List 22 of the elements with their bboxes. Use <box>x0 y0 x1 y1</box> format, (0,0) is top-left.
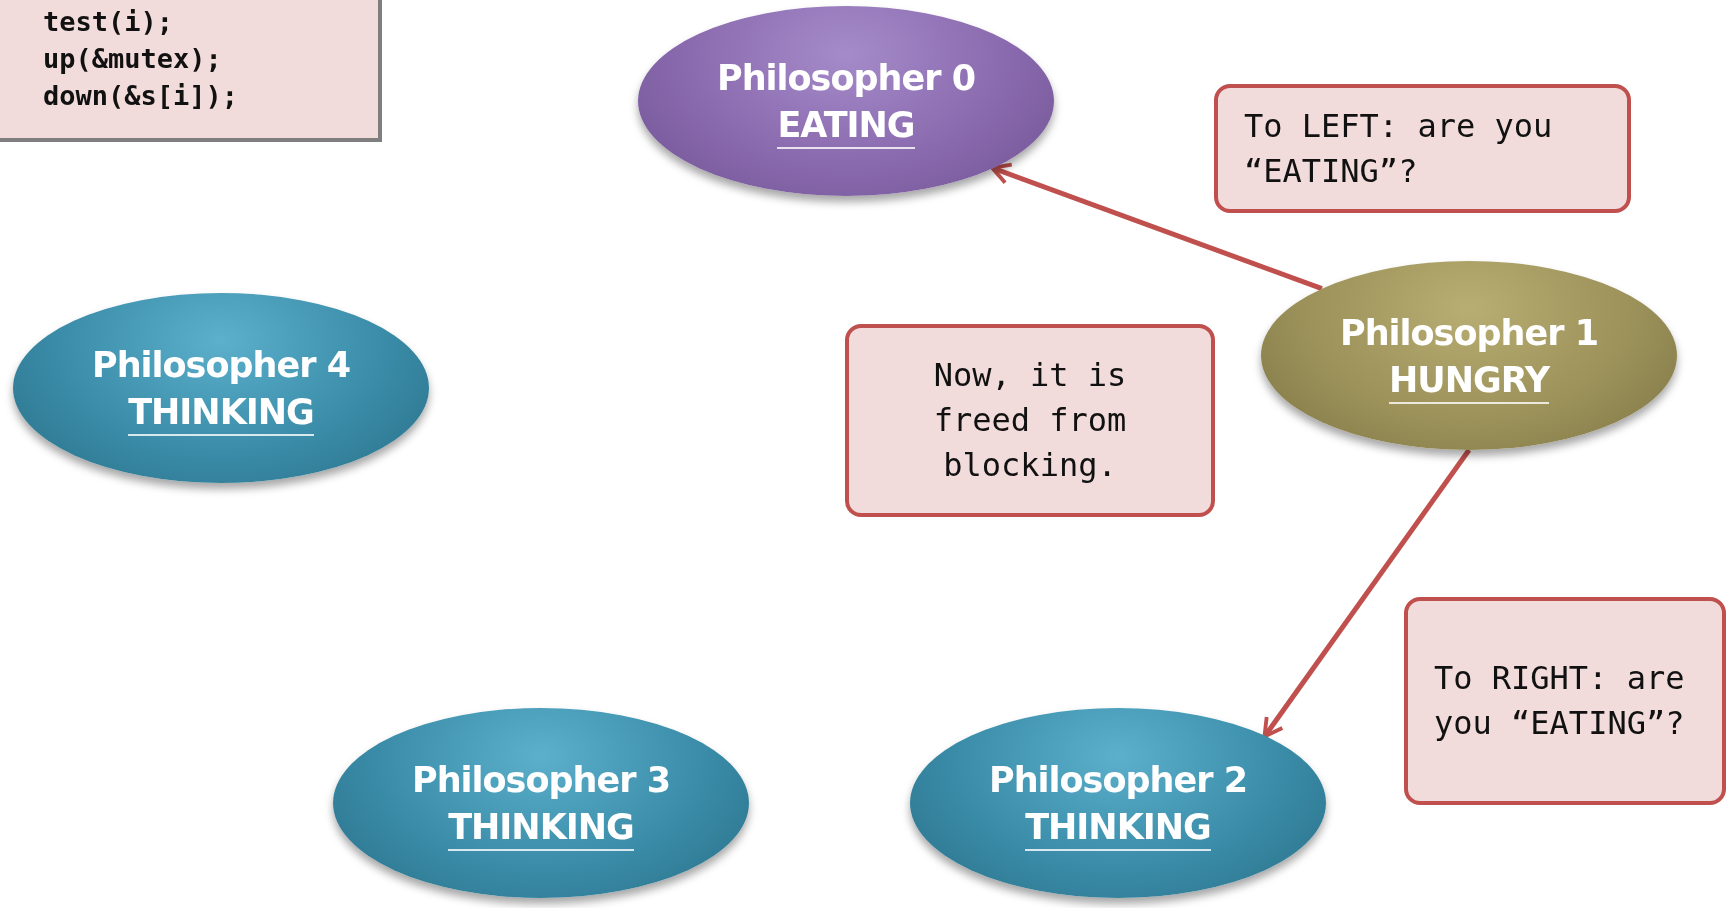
philosopher-name: Philosopher 2 <box>989 759 1247 802</box>
philosopher-name: Philosopher 3 <box>412 759 670 802</box>
code-box <box>0 0 382 142</box>
state-label: EATING <box>777 103 915 149</box>
callout-text: To RIGHT: are you “EATING”? <box>1434 658 1686 744</box>
code-line: down(&s[i]); <box>43 79 239 113</box>
callout-box <box>1214 84 1631 213</box>
philosopher-name: Philosopher 4 <box>92 344 350 387</box>
callout-text: Now, it is freed from blocking. <box>932 355 1128 486</box>
code-line: up(&mutex); <box>43 42 222 76</box>
state-label: THINKING <box>1025 805 1211 851</box>
callout-box <box>1404 597 1726 805</box>
callout-text: To LEFT: are you “EATING”? <box>1244 105 1554 192</box>
state-label: HUNGRY <box>1388 357 1550 404</box>
arrow <box>991 164 1323 292</box>
philosopher-name: Philosopher 1 <box>1340 311 1598 355</box>
state-label: THINKING <box>448 805 634 851</box>
callout-box <box>845 324 1215 517</box>
arrow <box>1263 448 1472 738</box>
philosopher-name: Philosopher 0 <box>717 57 975 100</box>
state-label: THINKING <box>128 390 314 436</box>
code-line: test(i); <box>43 5 174 39</box>
